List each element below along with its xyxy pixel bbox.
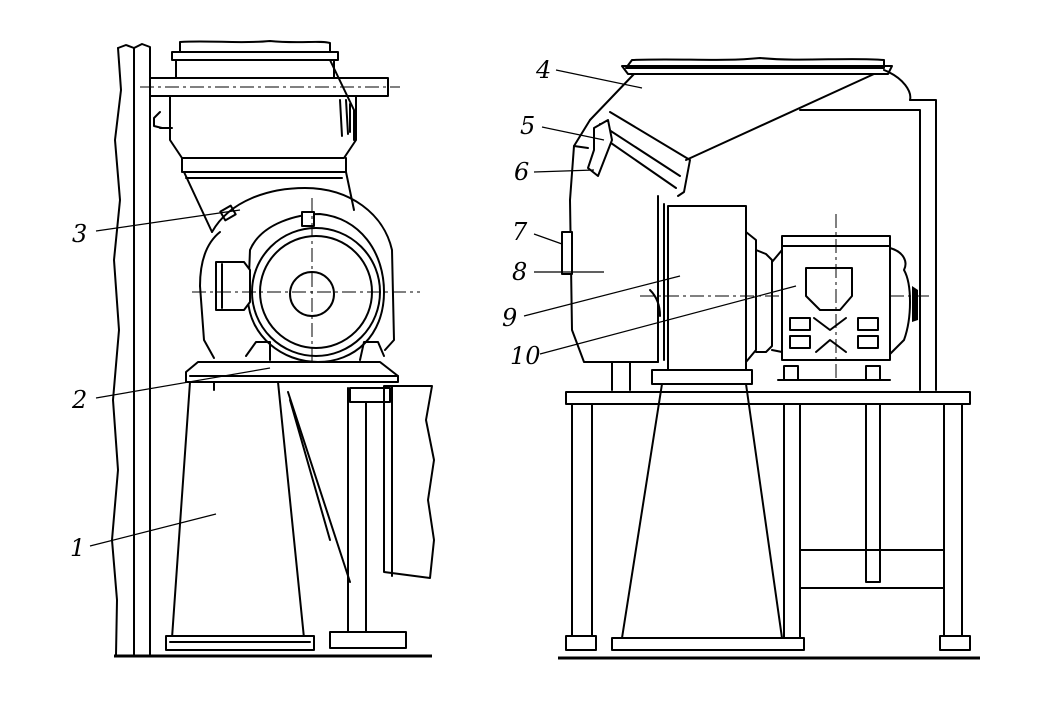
- callout-3: 3: [72, 220, 87, 248]
- callout-labels: 1 2 3 4 5 6 7 8 9 10: [70, 56, 551, 562]
- left-motor: [192, 187, 420, 380]
- callout-4: 4: [535, 56, 551, 84]
- broken-panel: [383, 385, 435, 579]
- right-view: [523, 57, 980, 660]
- wall-column: [111, 43, 161, 656]
- callout-2: 2: [71, 386, 87, 414]
- callout-8: 8: [512, 258, 527, 286]
- top-pipe: [140, 77, 400, 97]
- left-view: [89, 40, 435, 658]
- hopper: [153, 40, 357, 233]
- bearing-body: [640, 205, 930, 371]
- right-hopper: [587, 57, 912, 197]
- cone-pedestal: [558, 369, 980, 660]
- callout-1: 1: [70, 534, 85, 562]
- base-plate: [185, 361, 399, 391]
- leaders-left: [89, 209, 271, 547]
- callout-5: 5: [520, 112, 535, 140]
- right-frame: [565, 99, 971, 651]
- callout-10: 10: [510, 342, 541, 370]
- callout-9: 9: [502, 304, 517, 332]
- callout-7: 7: [512, 218, 528, 246]
- callout-6: 6: [514, 158, 529, 186]
- right-motor: [755, 214, 918, 381]
- leaders-right: [523, 69, 797, 355]
- pedestal: [114, 381, 432, 658]
- crusher-housing: [561, 119, 665, 363]
